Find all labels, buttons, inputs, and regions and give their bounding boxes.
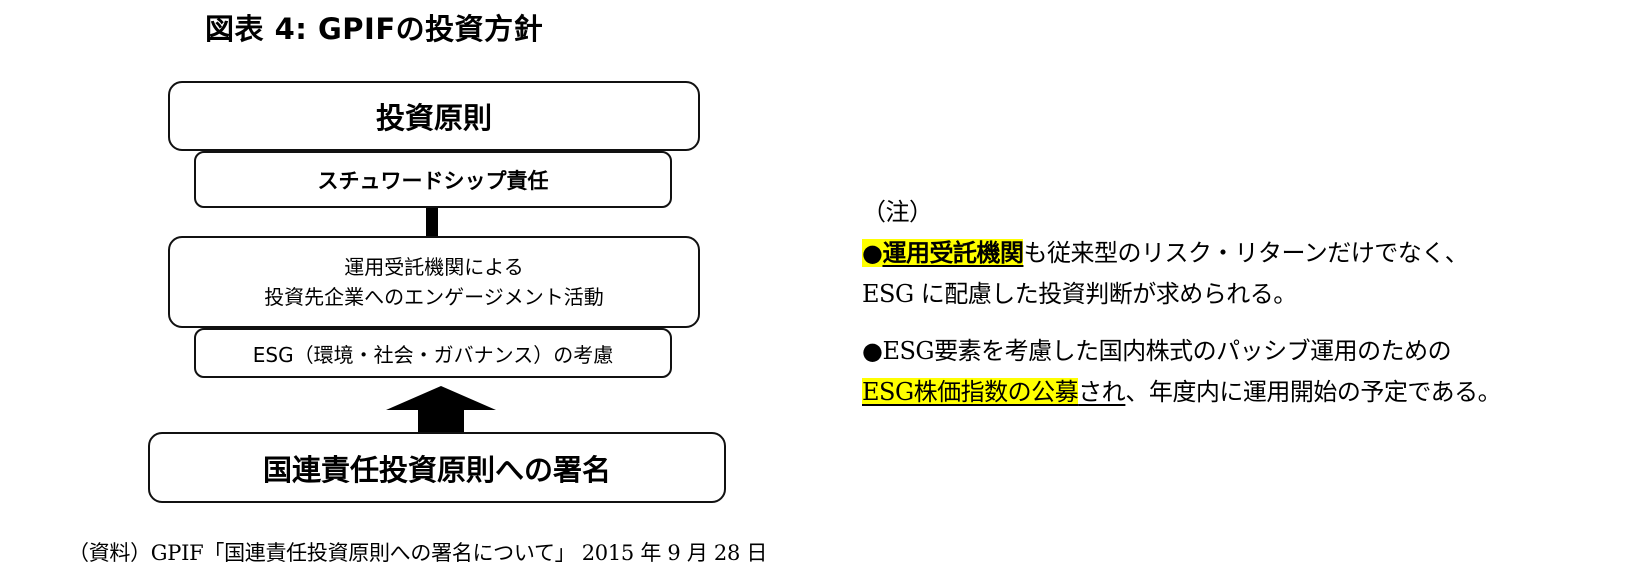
esg-label: ESG（環境・社会・ガバナンス）の考慮 <box>252 342 614 367</box>
note-text-1: も従来型のリスク・リターンだけでなく、ESG に配慮した投資判断が求められる。 <box>862 239 1469 308</box>
note-item-1: ●運用受託機関も従来型のリスク・リターンだけでなく、ESG に配慮した投資判断が… <box>862 233 1502 315</box>
signature-label: 国連責任投資原則への署名 <box>262 452 611 487</box>
notes-panel: （注） ●運用受託機関も従来型のリスク・リターンだけでなく、ESG に配慮した投… <box>862 192 1502 429</box>
esg-box: ESG（環境・社会・ガバナンス）の考慮 <box>194 328 672 378</box>
principle-box: 投資原則 <box>168 81 700 151</box>
principle-label: 投資原則 <box>375 101 492 135</box>
stewardship-box: スチュワードシップ責任 <box>194 151 672 208</box>
note-highlight-1: 運用受託機関 <box>882 239 1024 267</box>
bullet-icon: ● <box>862 239 883 267</box>
note-text-2-rest: 、年度内に運用開始の予定である。 <box>1125 378 1502 406</box>
figure-title: 図表 4: GPIFの投資方針 <box>205 12 544 46</box>
note-highlight-2: ESG株価指数の公募 <box>862 378 1079 406</box>
stewardship-label: スチュワードシップ責任 <box>317 168 549 193</box>
up-arrow-icon <box>386 386 496 436</box>
engagement-line1: 運用受託機関による <box>344 255 524 279</box>
source-caption: （資料）GPIF「国連責任投資原則への署名について」 2015 年 9 月 28… <box>68 541 768 565</box>
bullet-icon: ● <box>862 337 883 365</box>
note-underlined-tail: され <box>1078 378 1126 406</box>
engagement-line2: 投資先企業へのエンゲージメント活動 <box>264 285 604 309</box>
notes-heading: （注） <box>862 198 933 226</box>
note-text-2-pre: ESG要素を考慮した国内株式のパッシブ運用のための <box>882 337 1452 365</box>
engagement-box: 運用受託機関による 投資先企業へのエンゲージメント活動 <box>168 236 700 328</box>
connector-line <box>426 207 438 237</box>
signature-box: 国連責任投資原則への署名 <box>148 432 726 503</box>
note-item-2: ●ESG要素を考慮した国内株式のパッシブ運用のための ESG株価指数の公募され、年… <box>862 331 1502 413</box>
